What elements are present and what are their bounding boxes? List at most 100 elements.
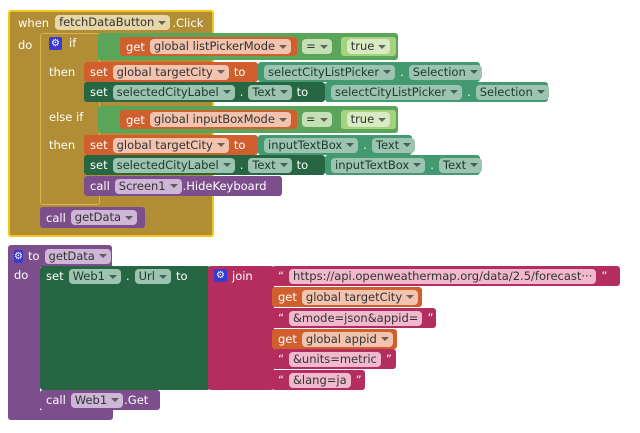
mutator-gear-icon[interactable]: ⚙: [14, 249, 23, 263]
true-block[interactable]: true: [340, 110, 397, 129]
variable-dropdown[interactable]: global targetCity: [112, 137, 229, 153]
variable-dropdown[interactable]: global targetCity: [112, 64, 229, 80]
operator-dropdown[interactable]: =: [302, 39, 332, 54]
get-label: get: [278, 290, 297, 304]
call-label: call: [46, 210, 66, 225]
get-label: get: [126, 39, 145, 54]
get-label: get: [278, 332, 297, 346]
text-value[interactable]: &units=metric: [288, 351, 381, 367]
event-label: .Click: [172, 15, 204, 30]
call-label: call: [90, 179, 110, 193]
do-label: do: [18, 38, 33, 52]
get-variable-block[interactable]: get global targetCity: [272, 287, 422, 307]
component-dropdown[interactable]: inputTextBox: [331, 157, 426, 173]
method-label: .HideKeyboard: [182, 179, 267, 193]
component-dropdown[interactable]: Screen1: [114, 178, 182, 194]
text-value[interactable]: https://api.openweathermap.org/data/2.5/…: [288, 268, 597, 284]
component-dropdown[interactable]: inputTextBox: [264, 137, 359, 153]
then-label: then: [49, 65, 76, 79]
get-variable-block[interactable]: get global inputBoxMode: [120, 110, 297, 129]
call-label: call: [46, 393, 66, 407]
join-label: join: [232, 269, 253, 283]
set-variable-block[interactable]: set global targetCity to: [84, 135, 258, 155]
dot: .: [430, 158, 434, 172]
component-getter-block[interactable]: selectCityListPicker. Selection: [258, 62, 482, 82]
property-dropdown[interactable]: Selection: [475, 84, 549, 100]
then-label-2: then: [49, 138, 76, 152]
property-dropdown[interactable]: Text: [248, 84, 292, 100]
set-variable-block[interactable]: set global targetCity to: [84, 62, 258, 82]
variable-dropdown[interactable]: global appid: [301, 331, 393, 347]
text-block[interactable]: “&units=metric”: [272, 349, 396, 369]
component-getter-block[interactable]: inputTextBox. Text: [325, 155, 483, 175]
dot: .: [125, 269, 130, 283]
boolean-dropdown[interactable]: true: [346, 39, 391, 54]
set-property-block[interactable]: set selectedCityLabel. Text to: [84, 155, 325, 175]
to-label: to: [233, 65, 246, 79]
set-label: set: [90, 85, 108, 99]
method-label: .Get: [124, 393, 149, 407]
variable-dropdown[interactable]: global inputBoxMode: [149, 112, 291, 127]
join-block[interactable]: ⚙ join: [208, 266, 274, 390]
get-label: get: [126, 112, 145, 127]
component-dropdown[interactable]: Web1: [68, 269, 121, 284]
component-dropdown[interactable]: selectedCityLabel: [112, 157, 235, 173]
dot: .: [467, 85, 471, 99]
property-dropdown[interactable]: Text: [371, 137, 416, 153]
text-value[interactable]: &mode=json&appid=: [288, 310, 423, 326]
procedure-bottom: [8, 410, 113, 420]
true-block[interactable]: true: [340, 37, 397, 56]
to-label: to: [27, 249, 40, 263]
when-label: when: [18, 15, 50, 30]
component-dropdown[interactable]: selectCityListPicker: [331, 84, 463, 100]
call-procedure-block[interactable]: call getData: [40, 207, 145, 228]
property-dropdown[interactable]: Text: [248, 157, 292, 173]
text-block[interactable]: “&lang=ja”: [272, 370, 365, 390]
operator-dropdown[interactable]: =: [301, 112, 332, 127]
property-dropdown[interactable]: Text: [438, 157, 483, 173]
procedure-definition-block[interactable]: ⚙ to getData: [8, 245, 112, 267]
variable-dropdown[interactable]: global listPickerMode: [149, 39, 292, 54]
property-dropdown[interactable]: Selection: [408, 64, 482, 80]
to-label: to: [296, 85, 309, 99]
else-if-label: else if: [49, 110, 84, 124]
compare-block-1[interactable]: get global listPickerMode = true: [98, 33, 398, 60]
dot: .: [239, 158, 244, 172]
set-label: set: [90, 158, 108, 172]
set-property-block[interactable]: set selectedCityLabel. Text to: [84, 82, 325, 102]
component-getter-block[interactable]: selectCityListPicker. Selection: [325, 82, 549, 102]
component-dropdown[interactable]: selectedCityLabel: [112, 84, 235, 100]
dot: .: [363, 138, 367, 152]
text-block[interactable]: “https://api.openweathermap.org/data/2.5…: [272, 266, 620, 286]
set-label: set: [90, 65, 108, 79]
procedure-dropdown[interactable]: getData: [70, 210, 138, 225]
component-getter-block[interactable]: inputTextBox. Text: [258, 135, 416, 155]
component-dropdown[interactable]: Web1: [70, 392, 124, 408]
to-label: to: [233, 138, 246, 152]
mutator-gear-icon[interactable]: ⚙: [49, 37, 62, 50]
compare-block-2[interactable]: get global inputBoxMode = true: [98, 106, 398, 133]
procedure-body: do: [8, 266, 40, 420]
variable-dropdown[interactable]: global targetCity: [301, 289, 419, 305]
if-label: if: [69, 36, 77, 50]
set-label: set: [46, 269, 64, 283]
get-variable-block[interactable]: get global appid: [272, 329, 397, 349]
property-dropdown[interactable]: Url: [134, 269, 171, 284]
text-value[interactable]: &lang=ja: [288, 372, 351, 388]
set-label: set: [90, 138, 108, 152]
component-dropdown[interactable]: selectCityListPicker: [264, 64, 396, 80]
call-method-block[interactable]: call Web1 .Get: [40, 390, 160, 410]
text-block[interactable]: “&mode=json&appid=”: [272, 308, 436, 328]
set-url-block[interactable]: set Web1. Url to: [40, 266, 210, 390]
dot: .: [239, 85, 244, 99]
call-method-block[interactable]: call Screen1 .HideKeyboard: [84, 176, 282, 196]
to-label: to: [175, 269, 188, 283]
do-label: do: [14, 268, 29, 282]
procedure-name-field[interactable]: getData: [44, 248, 111, 264]
to-label: to: [296, 158, 309, 172]
component-dropdown[interactable]: fetchDataButton: [55, 15, 171, 30]
dot: .: [400, 65, 404, 79]
get-variable-block[interactable]: get global listPickerMode: [120, 37, 298, 56]
mutator-gear-icon[interactable]: ⚙: [214, 269, 227, 282]
boolean-dropdown[interactable]: true: [346, 112, 391, 127]
